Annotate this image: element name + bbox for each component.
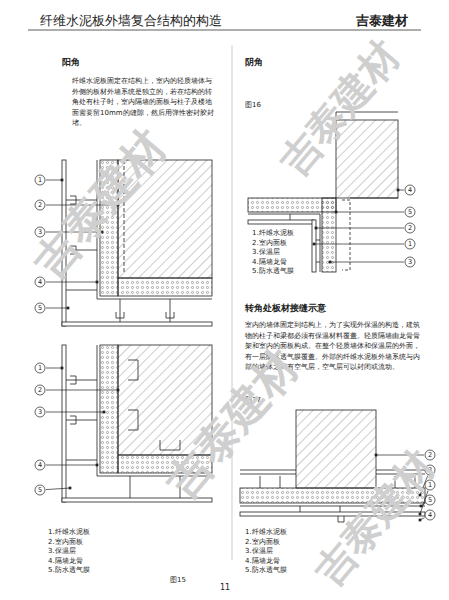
callout-number: 2 bbox=[405, 223, 415, 233]
callout-circle bbox=[35, 363, 45, 373]
column-divider bbox=[232, 45, 233, 560]
body-text: 纤维水泥板固定在结构上，室内的轻质墙体与外侧的板材外墙系统是独立的，若在结构的转… bbox=[72, 76, 215, 129]
callout-circle bbox=[405, 185, 415, 195]
callout-circle bbox=[35, 175, 45, 185]
leader-dot bbox=[397, 189, 399, 191]
legend-item: 5.防水透气膜 bbox=[252, 266, 294, 277]
callout-number: 5 bbox=[405, 207, 415, 217]
legend-item: 1.纤维水泥板 bbox=[245, 527, 287, 538]
legend-item: 3.保温层 bbox=[48, 546, 76, 557]
legend-item: 2.室内面板 bbox=[48, 537, 83, 548]
leader-line bbox=[398, 190, 404, 191]
section-heading: 转角处板材接缝示意 bbox=[245, 302, 326, 316]
legend-item: 1.纤维水泥板 bbox=[48, 527, 90, 538]
leader-line bbox=[316, 228, 404, 229]
leader-dot bbox=[335, 211, 337, 213]
callout-number: 1 bbox=[405, 239, 415, 249]
leader-line bbox=[46, 180, 62, 181]
watermark: 吉泰建材 bbox=[300, 437, 449, 598]
leader-line bbox=[46, 488, 70, 490]
leader-dot bbox=[117, 389, 119, 391]
legend-item: 5.防水透气膜 bbox=[48, 565, 90, 576]
brand-name: 吉泰建材 bbox=[356, 11, 408, 31]
callout-number: 4 bbox=[425, 510, 435, 520]
legend-item: 3.保温层 bbox=[252, 247, 280, 258]
legend-item: 4.隔墙龙骨 bbox=[252, 257, 287, 268]
leader-line bbox=[336, 212, 404, 213]
callout-circle bbox=[405, 239, 415, 249]
callout-circle bbox=[35, 200, 45, 210]
leader-line bbox=[46, 465, 97, 466]
callout-number: 4 bbox=[35, 277, 45, 287]
leader-dot bbox=[61, 179, 63, 181]
callout-circle bbox=[405, 257, 415, 267]
leader-line bbox=[46, 368, 62, 369]
callout-circle bbox=[35, 385, 45, 395]
callout-number: 2 bbox=[35, 385, 45, 395]
leader-line bbox=[46, 390, 118, 391]
leader-dot bbox=[313, 243, 315, 245]
leader-line bbox=[46, 308, 68, 309]
leader-dot bbox=[69, 487, 71, 489]
section-heading: 阴角 bbox=[245, 56, 263, 70]
callout-circle bbox=[35, 407, 45, 417]
watermark: 吉泰建材 bbox=[265, 27, 414, 188]
watermark: 吉泰建材 bbox=[18, 115, 182, 292]
callout-circle bbox=[35, 485, 45, 495]
legend-item: 1.纤维水泥板 bbox=[252, 228, 294, 239]
leader-dot bbox=[375, 454, 377, 456]
leader-dot bbox=[419, 519, 421, 521]
callout-circle bbox=[35, 303, 45, 313]
callout-circle bbox=[35, 460, 45, 470]
leader-line bbox=[330, 262, 404, 263]
legend-item: 2.室内面板 bbox=[245, 537, 280, 548]
legend-item: 2.室内面板 bbox=[252, 238, 287, 249]
callout-number: 5 bbox=[35, 303, 45, 313]
legend-item: 5.防水透气膜 bbox=[245, 565, 287, 576]
watermark: 吉泰建材 bbox=[150, 335, 314, 512]
leader-dot bbox=[67, 307, 69, 309]
legend-item: 3.保温层 bbox=[245, 546, 273, 557]
leader-dot bbox=[103, 411, 105, 413]
leader-line bbox=[420, 518, 425, 520]
callout-number: 3 bbox=[35, 407, 45, 417]
callout-number: 5 bbox=[35, 485, 45, 495]
leader-dot bbox=[329, 261, 331, 263]
figure-number: 图15 bbox=[170, 575, 186, 586]
leader-line bbox=[46, 412, 104, 413]
callout-circle bbox=[405, 223, 415, 233]
callout-number: 1 bbox=[35, 175, 45, 185]
callout-number: 4 bbox=[405, 185, 415, 195]
section-heading: 阳角 bbox=[62, 56, 80, 70]
leader-dot bbox=[61, 367, 63, 369]
leader-dot bbox=[419, 513, 421, 515]
page-title: 纤维水泥板外墙复合结构的构造 bbox=[40, 11, 222, 31]
legend-item: 4.隔墙龙骨 bbox=[48, 556, 83, 567]
callout-circle bbox=[425, 510, 435, 520]
leader-line bbox=[314, 244, 404, 245]
leader-dot bbox=[96, 281, 98, 283]
leader-dot bbox=[315, 227, 317, 229]
legend-item: 4.隔墙龙骨 bbox=[245, 556, 280, 567]
leader-dot bbox=[96, 464, 98, 466]
callout-circle bbox=[405, 207, 415, 217]
callout-number: 2 bbox=[35, 200, 45, 210]
callout-number: 3 bbox=[405, 257, 415, 267]
callout-number: 4 bbox=[35, 460, 45, 470]
callout-number: 1 bbox=[35, 363, 45, 373]
header-rule bbox=[28, 30, 421, 31]
callout-circle bbox=[35, 277, 45, 287]
page-number: 11 bbox=[220, 582, 230, 594]
figure-number: 图16 bbox=[245, 100, 261, 111]
